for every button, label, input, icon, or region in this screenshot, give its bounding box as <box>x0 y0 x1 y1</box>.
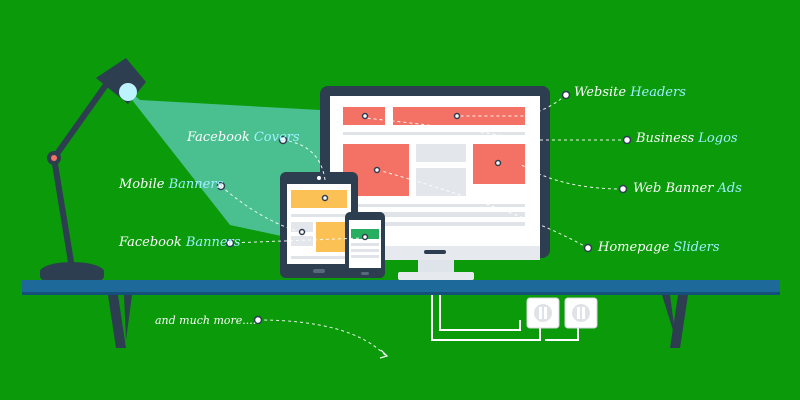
label-and-much-more: and much more.... <box>155 314 257 327</box>
label-homepage-sliders: Homepage Sliders <box>598 240 720 255</box>
desk-icon <box>22 280 780 348</box>
connector-dots <box>216 90 632 325</box>
connector-lines <box>220 94 627 356</box>
label-facebook-banners: Facebook Banners <box>119 235 241 250</box>
tablet-icon <box>280 172 358 278</box>
lamp-light-beam <box>118 82 320 240</box>
smartphone-icon <box>345 212 385 278</box>
power-socket-icon <box>431 295 598 341</box>
label-business-logos: Business Logos <box>636 131 738 146</box>
label-website-headers: Website Headers <box>574 85 686 100</box>
label-facebook-covers: Facebook Covers <box>187 130 300 145</box>
label-mobile-banners: Mobile Banners <box>119 177 224 192</box>
label-web-banner-ads: Web Banner Ads <box>633 181 742 196</box>
arrow-icon <box>379 349 389 359</box>
desk-lamp-icon <box>40 58 146 282</box>
